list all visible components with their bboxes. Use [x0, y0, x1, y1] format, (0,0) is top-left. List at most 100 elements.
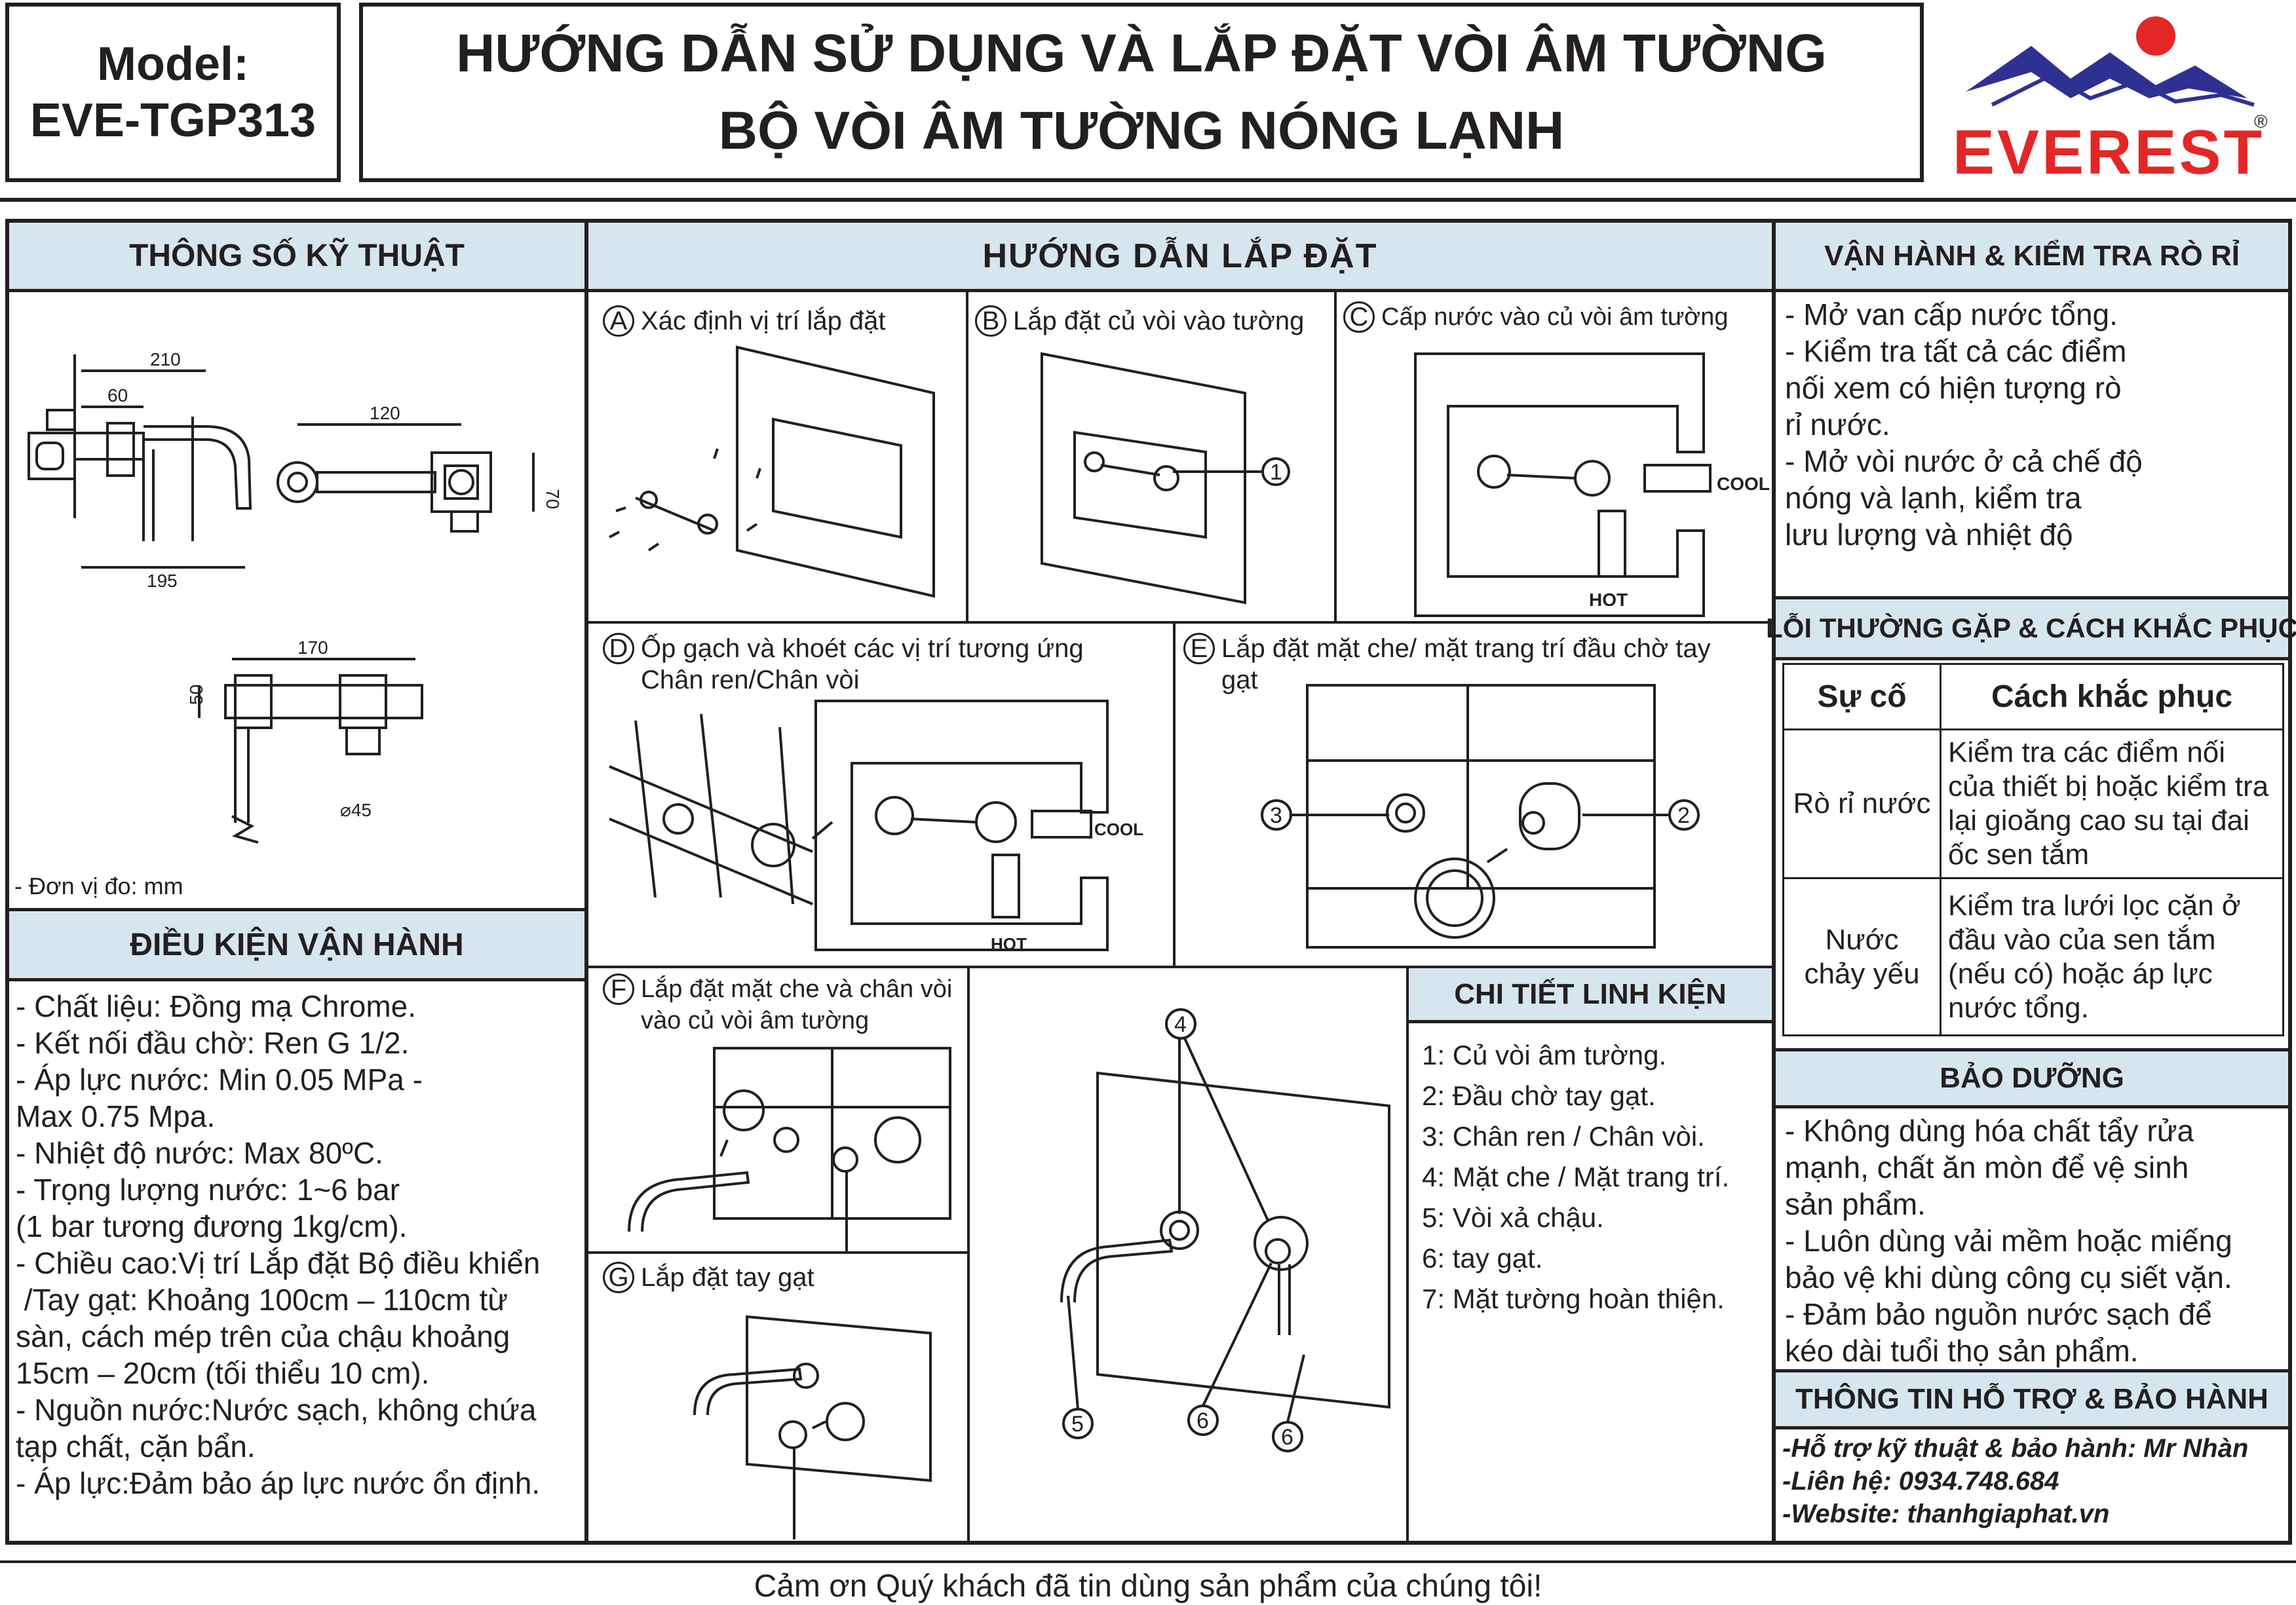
errors-col-fix: Cách khắc phục [1940, 663, 2284, 730]
brand-logo: EVEREST ® [1940, 7, 2293, 187]
support-line: -Liên hệ: 0934.748.684 [1782, 1467, 2059, 1496]
callout-3: 3 [1270, 803, 1282, 828]
model-code: EVE-TGP313 [29, 94, 316, 147]
condition-line: 15cm – 20cm (tối thiểu 10 cm). [16, 1356, 430, 1390]
condition-line: - Áp lực nước: Min 0.05 MPa - [16, 1063, 423, 1097]
assembly-illustration: 4 5 6 6 [1060, 1008, 1390, 1452]
condition-line: - Chất liệu: Đồng mạ Chrome. [16, 989, 417, 1023]
dim-195: 195 [147, 571, 178, 591]
maintenance-line: - Đảm bảo nguồn nước sạch để [1785, 1297, 2212, 1331]
model-label: Model: [97, 38, 249, 90]
dim-120: 120 [370, 403, 400, 423]
step-c: C Cấp nước vào củ vòi âm tường [1343, 301, 1776, 333]
grid-line [588, 1251, 968, 1254]
part-item: 6: tay gạt. [1422, 1243, 1543, 1274]
maintenance-list: - Không dùng hóa chất tẩy rửa mạnh, chất… [1785, 1112, 2283, 1369]
part-item: 7: Mặt tường hoàn thiện. [1422, 1283, 1725, 1314]
condition-line: tạp chất, cặn bẩn. [16, 1429, 256, 1463]
step-d-illustration: COOL HOT [609, 700, 1143, 954]
dimension-drawing: 210 60 195 120 70 170 50 ⌀45 [28, 349, 563, 844]
dim-45: ⌀45 [340, 800, 372, 820]
grid-line [967, 968, 970, 1545]
condition-line: - Nguồn nước:Nước sạch, không chứa [16, 1393, 537, 1427]
operation-title: VẬN HÀNH & KIỂM TRA RÒ RỈ [1776, 223, 2288, 292]
table-row: Nước chảy yếu Kiểm tra lưới lọc cặn ở đầ… [1782, 877, 2284, 1036]
fix-cell: Kiểm tra các điểm nối của thiết bị hoặc … [1940, 728, 2284, 879]
condition-line: /Tay gạt: Khoảng 100cm – 110cm từ [16, 1283, 508, 1317]
maintenance-line: sản phẩm. [1785, 1187, 1926, 1221]
step-f-letter: F [603, 973, 634, 1005]
step-g: G Lắp đặt tay gạt [603, 1262, 970, 1293]
part-item: 3: Chân ren / Chân vòi. [1422, 1121, 1705, 1152]
dim-50: 50 [186, 685, 206, 705]
operation-line: nối xem có hiện tượng rò [1785, 371, 2122, 405]
support-list: -Hỗ trợ kỹ thuật & bảo hành: Mr Nhàn -Li… [1782, 1432, 2287, 1530]
step-f-text: Lắp đặt mặt che và chân vòi vào củ vòi â… [641, 975, 953, 1034]
callout-4: 4 [1174, 1012, 1187, 1037]
callout-2: 2 [1677, 803, 1690, 828]
model-box: Model: EVE-TGP313 [5, 3, 341, 182]
dim-60: 60 [107, 385, 128, 406]
table-row: Rò rỉ nước Kiểm tra các điểm nối của thi… [1782, 728, 2284, 879]
title-line-2: BỘ VÒI ÂM TƯỜNG NÓNG LẠNH [718, 101, 1565, 160]
step-c-illustration: COOL HOT [1414, 352, 1770, 617]
step-f: F Lắp đặt mặt che và chân vòi vào củ vòi… [603, 973, 970, 1036]
header-divider [0, 198, 2296, 202]
errors-title: LỖI THƯỜNG GẶP & CÁCH KHẮC PHỤC [1766, 596, 2296, 660]
label-hot: HOT [991, 934, 1027, 954]
support-line: -Website: thanhgiaphat.vn [1782, 1500, 2110, 1528]
step-d: D Ốp gạch và khoét các vị trí tương ứng … [603, 633, 1166, 696]
part-item: 1: Củ vòi âm tường. [1422, 1040, 1667, 1070]
part-item: 5: Vòi xả chậu. [1422, 1202, 1604, 1233]
step-d-letter: D [603, 633, 634, 664]
step-a-letter: A [603, 305, 634, 337]
condition-line: - Kết nối đầu chờ: Ren G 1/2. [16, 1026, 410, 1060]
operation-line: - Mở vòi nước ở cả chế độ [1785, 444, 2143, 478]
grid-line [588, 966, 1772, 968]
brand-name: EVEREST [1953, 117, 2265, 187]
errors-table: Sự cố Cách khắc phục Rò rỉ nước Kiểm tra… [1782, 663, 2284, 1036]
conditions-list: - Chất liệu: Đồng mạ Chrome. - Kết nối đ… [4, 988, 584, 1501]
part-item: 4: Mặt che / Mặt trang trí. [1422, 1161, 1730, 1192]
step-b-illustration: 1 [1041, 352, 1290, 605]
maintenance-title: BẢO DƯỠNG [1776, 1048, 2288, 1108]
operation-line: nóng và lạnh, kiểm tra [1785, 481, 2082, 515]
step-b-letter: B [975, 305, 1006, 337]
part-item: 2: Đầu chờ tay gạt. [1422, 1080, 1656, 1111]
maintenance-line: mạnh, chất ăn mòn để vệ sinh [1785, 1150, 2189, 1184]
label-cool: COOL [1094, 820, 1143, 839]
unit-note: - Đơn vị đo: mm [14, 873, 183, 899]
support-title: THÔNG TIN HỖ TRỢ & BẢO HÀNH [1776, 1369, 2288, 1429]
errors-table-header: Sự cố Cách khắc phục [1782, 663, 2284, 730]
condition-line: Max 0.75 Mpa. [16, 1099, 216, 1133]
support-line: -Hỗ trợ kỹ thuật & bảo hành: Mr Nhàn [1782, 1434, 2249, 1463]
operation-list: - Mở van cấp nước tổng. - Kiểm tra tất c… [1785, 296, 2283, 553]
step-e-letter: E [1183, 633, 1215, 664]
operation-line: - Mở van cấp nước tổng. [1785, 297, 2118, 331]
brand-registered-mark: ® [2254, 111, 2268, 132]
step-a: A Xác định vị trí lắp đặt [603, 305, 963, 337]
fix-cell: Kiểm tra lưới lọc cặn ở đầu vào của sen … [1940, 877, 2284, 1036]
footer-text: Cảm ơn Quý khách đã tin dùng sản phẩm củ… [754, 1569, 1542, 1604]
step-a-illustration [609, 345, 935, 598]
col-divider-2 [1772, 219, 1776, 1545]
install-title: HƯỚNG DẪN LẮP ĐẶT [588, 223, 1772, 292]
maintenance-line: - Không dùng hóa chất tẩy rửa [1785, 1114, 2194, 1148]
step-g-illustration [693, 1315, 932, 1539]
maintenance-line: - Luôn dùng vải mềm hoặc miếng [1785, 1224, 2232, 1258]
grid-line [588, 621, 1772, 624]
condition-line: (1 bar tương đương 1kg/cm). [16, 1209, 408, 1243]
step-e: E Lắp đặt mặt che/ mặt trang trí đầu chờ… [1183, 633, 1773, 696]
step-c-letter: C [1343, 301, 1375, 333]
grid-line [1334, 292, 1337, 622]
step-g-text: Lắp đặt tay gạt [641, 1263, 814, 1292]
dim-210: 210 [150, 349, 181, 369]
maintenance-line: bảo vệ khi dùng công cụ siết vặn. [1785, 1260, 2232, 1294]
callout-6: 6 [1281, 1425, 1293, 1450]
grid-line [966, 292, 968, 622]
step-e-text: Lắp đặt mặt che/ mặt trang trí đầu chờ t… [1221, 634, 1711, 694]
footer-divider [0, 1560, 2296, 1563]
callout-1: 1 [1270, 460, 1282, 485]
errors-col-issue: Sự cố [1782, 663, 1942, 730]
grid-line [1173, 624, 1176, 967]
